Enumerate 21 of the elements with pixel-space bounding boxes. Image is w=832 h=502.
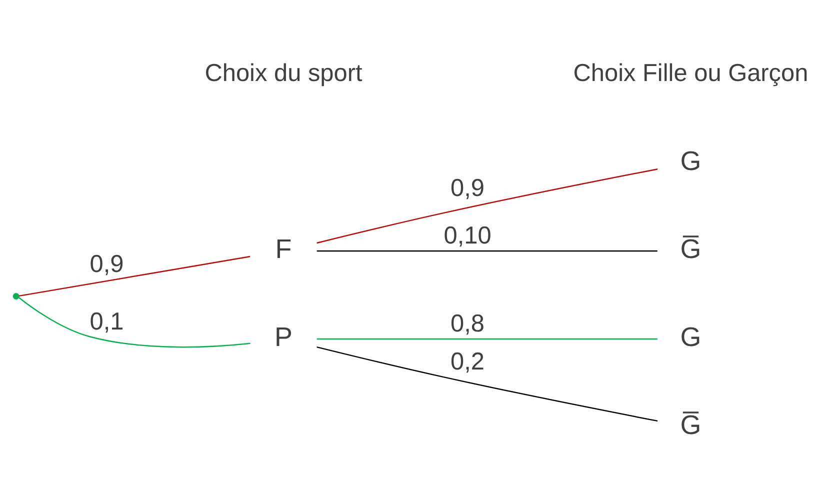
node-text: G	[680, 322, 702, 352]
node-point	[12, 293, 20, 300]
node-text: G	[680, 146, 702, 176]
edge-label: 0,8	[450, 310, 485, 338]
edge-label: 0,9	[450, 174, 485, 202]
node-text: F	[275, 234, 292, 264]
label: Choix Fille ou Garçon	[573, 60, 808, 88]
edge-label: 0,9	[90, 250, 124, 278]
connector	[316, 168, 658, 244]
node-text: P	[274, 322, 292, 352]
edge-label: 0,1	[90, 308, 124, 336]
edge-label: 0,2	[450, 348, 485, 376]
edge-label: 0,10	[444, 222, 492, 250]
connector	[316, 338, 658, 340]
node-text: G̅	[680, 410, 702, 440]
connector	[18, 256, 250, 297]
connector	[316, 250, 658, 252]
node-text: G̅	[680, 234, 702, 264]
label: Choix du sport	[204, 60, 362, 88]
connector	[316, 346, 658, 422]
connector	[18, 297, 250, 348]
